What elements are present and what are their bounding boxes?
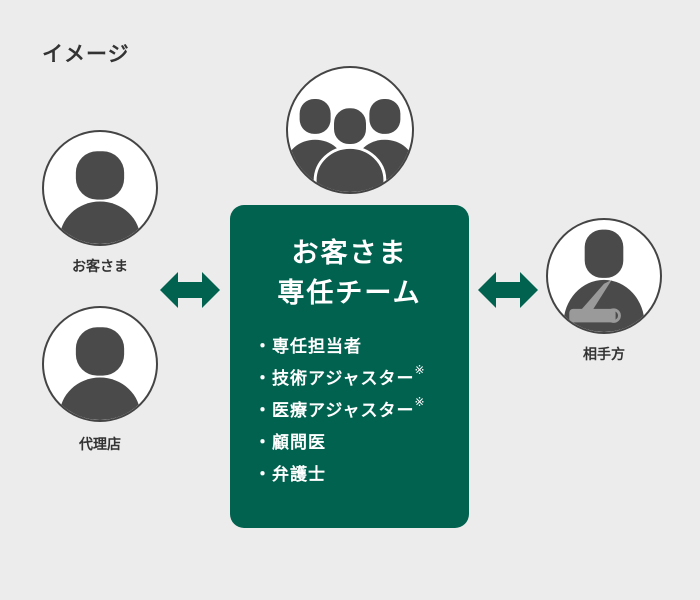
injured-person-icon	[563, 229, 645, 332]
other-party-label: 相手方	[583, 347, 625, 363]
customer-label: お客さま	[72, 259, 128, 275]
team-title-line1: お客さま	[291, 238, 408, 269]
team-group-avatar	[286, 66, 414, 194]
dedicated-team-box: お客さま 専任チーム ・専任担当者 ・技術アジャスター※ ・医療アジャスター※ …	[230, 205, 469, 528]
customer-avatar	[42, 130, 158, 246]
list-item: ・弁護士	[254, 465, 326, 485]
double-arrow-icon	[160, 272, 220, 308]
team-member-list: ・専任担当者 ・技術アジャスター※ ・医療アジャスター※ ・顧問医 ・弁護士	[254, 331, 426, 491]
page-title: イメージ	[42, 42, 130, 66]
list-item: ・医療アジャスター※	[254, 395, 426, 421]
list-item: ・専任担当者	[254, 337, 362, 357]
team-title-line2: 専任チーム	[277, 278, 422, 309]
double-arrow-icon	[478, 272, 538, 308]
agent-avatar	[42, 306, 158, 422]
list-item: ・顧問医	[254, 433, 326, 453]
person-icon	[59, 327, 141, 420]
agent-label: 代理店	[79, 437, 121, 453]
other-party-avatar	[546, 218, 662, 334]
person-icon	[59, 151, 141, 244]
group-icon	[288, 99, 412, 192]
list-item: ・技術アジャスター※	[254, 363, 426, 389]
